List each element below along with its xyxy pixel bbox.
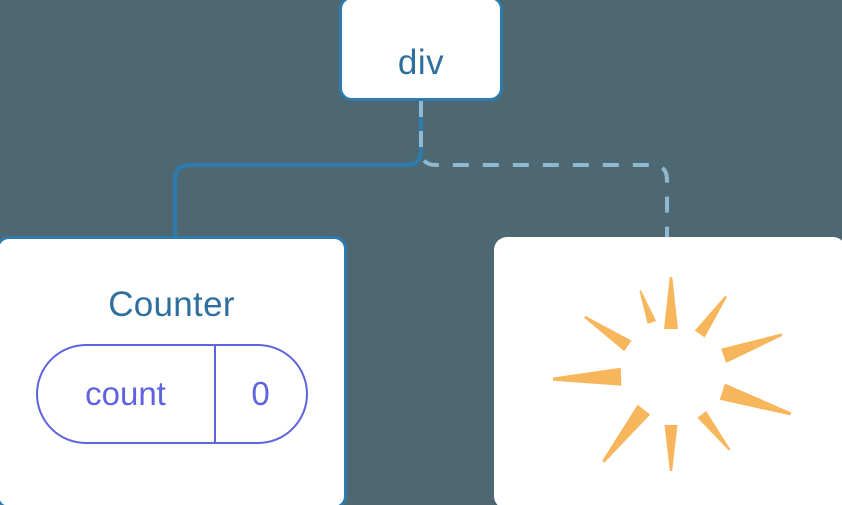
node-render-burst[interactable] — [494, 237, 842, 505]
sparkle-burst-icon — [553, 277, 792, 471]
edge-div-to-burst — [419, 101, 669, 242]
sparkle-ray-1 — [694, 295, 727, 338]
node-counter[interactable]: Counter count 0 — [0, 236, 347, 505]
sparkle-ray-2 — [721, 333, 783, 363]
edge-div-to-counter — [173, 101, 423, 240]
sparkle-ray-4 — [697, 411, 731, 451]
node-div-label: div — [397, 43, 445, 82]
sparkle-ray-8 — [584, 315, 632, 352]
sparkle-ray-5 — [664, 425, 678, 471]
state-pill-key: count — [38, 346, 216, 442]
sparkle-ray-0 — [664, 277, 678, 329]
node-counter-label: Counter — [108, 285, 235, 324]
sparkle-ray-6 — [602, 404, 651, 463]
sparkle-ray-9 — [639, 290, 657, 324]
state-pill-value: 0 — [251, 375, 270, 412]
sparkle-ray-3 — [719, 383, 792, 416]
sparkle-ray-7 — [553, 367, 622, 386]
node-div[interactable]: div — [339, 0, 503, 101]
state-pill-count[interactable]: count 0 — [35, 344, 308, 444]
